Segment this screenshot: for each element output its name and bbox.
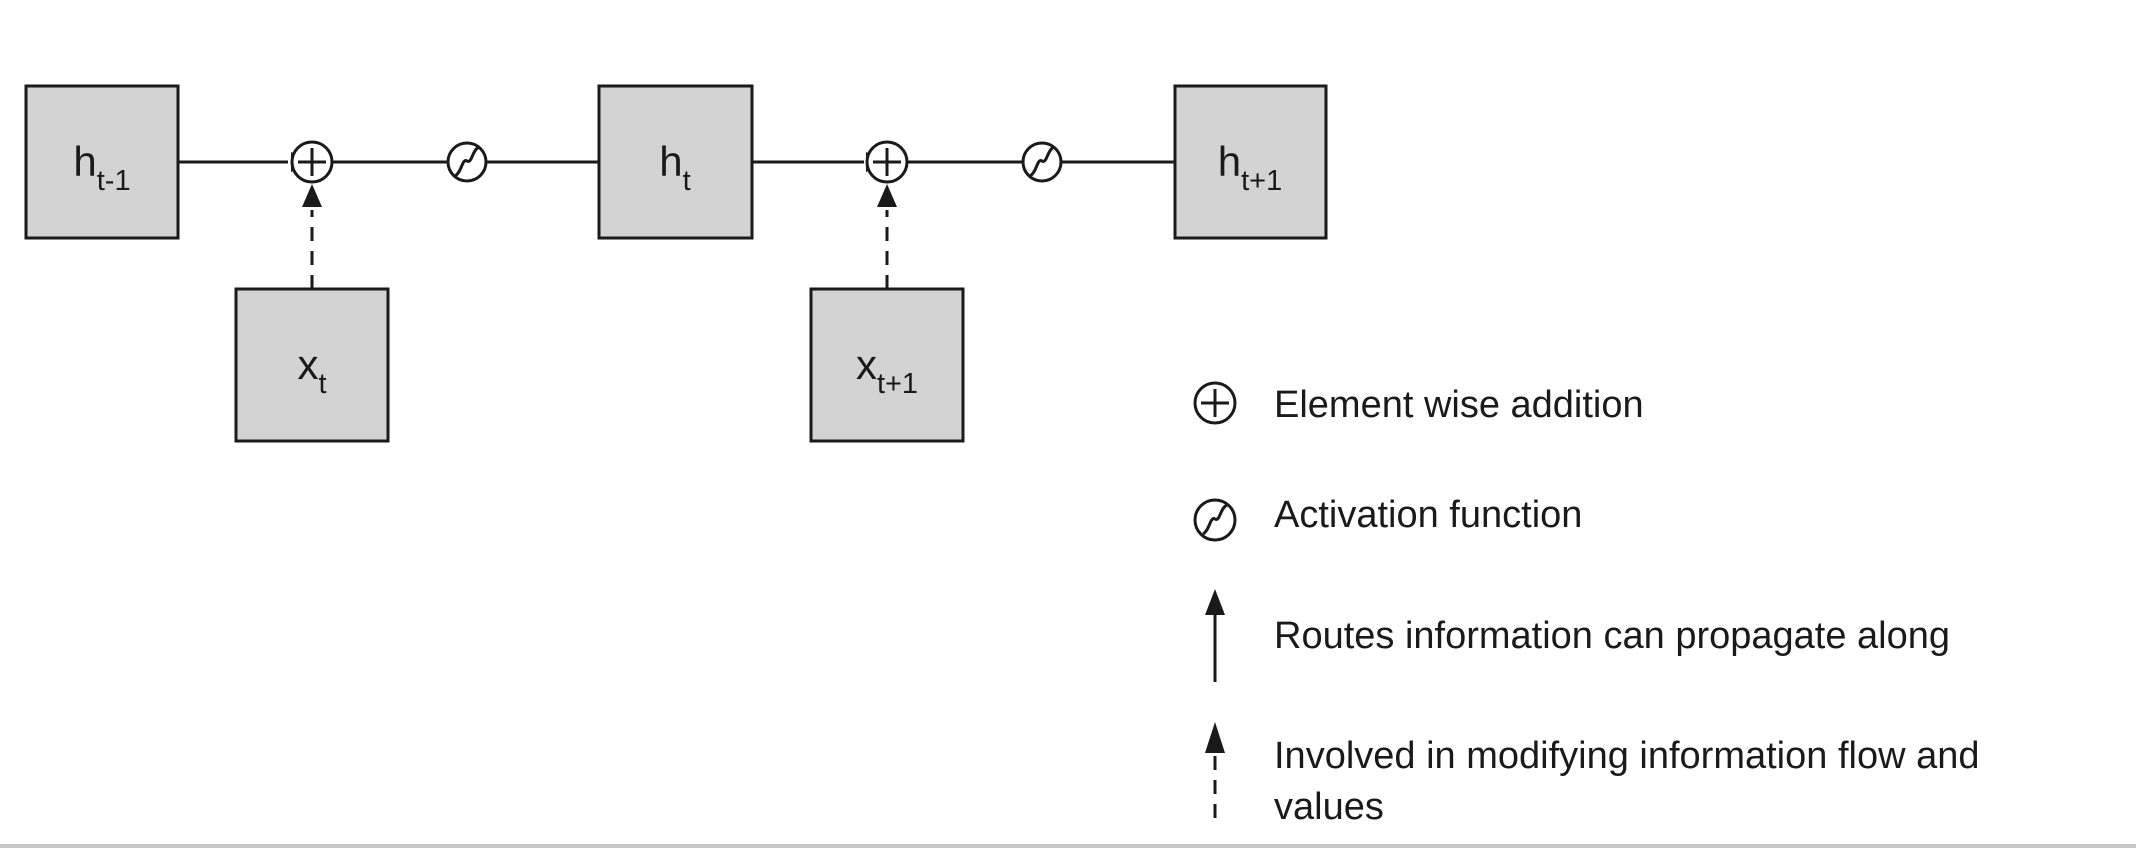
legend-label-dashed-arrow: Involved in modifying information flow a… <box>1274 735 1990 828</box>
node-h-cur: ht <box>597 84 754 240</box>
solid-arrow-icon <box>1205 589 1225 682</box>
svg-text:ht: ht <box>659 138 690 197</box>
legend-label-activation: Activation function <box>1274 494 1582 536</box>
legend-item-solid-arrow: Routes information can propagate along <box>1205 589 1950 682</box>
node-h-prev: ht-1 <box>24 84 180 240</box>
legend-label-addition: Element wise addition <box>1274 384 1644 426</box>
svg-text:xt: xt <box>297 341 326 400</box>
node-x-cur: xt <box>234 287 390 443</box>
svg-text:ht-1: ht-1 <box>73 138 130 197</box>
legend-item-activation: Activation function <box>1193 494 1582 542</box>
dashed-arrow-icon <box>1205 722 1225 818</box>
svg-text:xt+1: xt+1 <box>856 341 918 400</box>
arrowhead-x-next-to-add-2 <box>877 184 897 207</box>
node-h-next: ht+1 <box>1173 84 1328 240</box>
legend-item-dashed-arrow: Involved in modifying information flow a… <box>1205 722 1990 828</box>
element-wise-addition-icon <box>290 140 334 184</box>
bottom-divider <box>0 844 2136 848</box>
legend: Element wise addition Activation functio… <box>1193 381 1990 828</box>
element-wise-addition-icon <box>865 140 909 184</box>
legend-label-solid-arrow: Routes information can propagate along <box>1274 615 1950 657</box>
arrowhead-x-cur-to-add-1 <box>302 184 322 207</box>
legend-label-dashed-arrow-line-2: values <box>1274 786 1384 828</box>
activation-function-icon <box>1193 498 1237 542</box>
element-wise-addition-icon <box>1193 381 1237 425</box>
activation-function-icon <box>1021 141 1063 183</box>
legend-item-addition: Element wise addition <box>1193 381 1644 426</box>
activation-function-icon <box>446 141 488 183</box>
node-x-next: xt+1 <box>809 287 965 443</box>
legend-label-dashed-arrow-line-1: Involved in modifying information flow a… <box>1274 735 1980 777</box>
svg-text:ht+1: ht+1 <box>1218 138 1282 197</box>
